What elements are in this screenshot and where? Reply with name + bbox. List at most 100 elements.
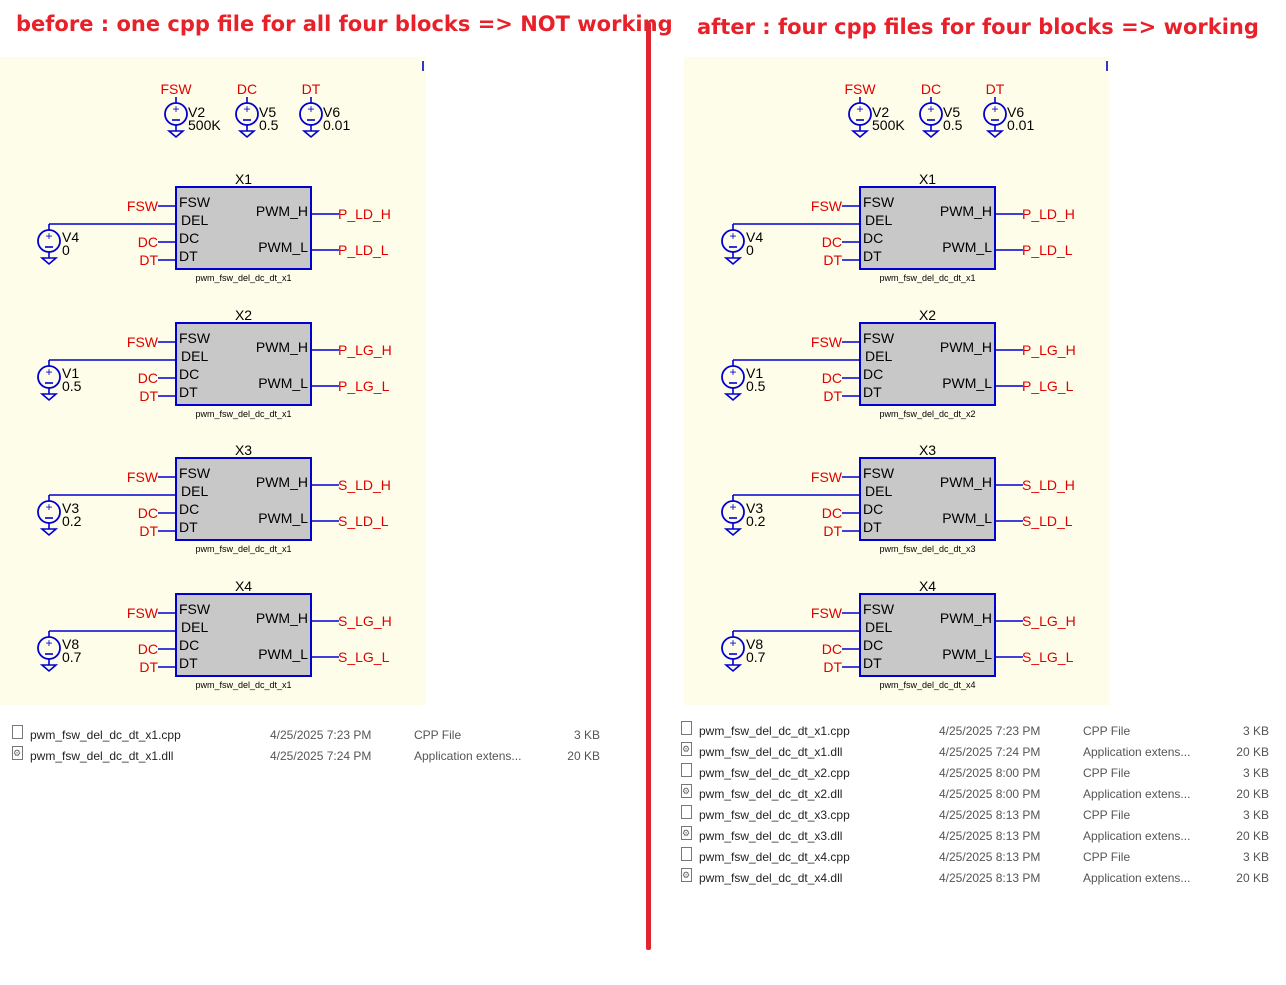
top-V2-ground-icon — [850, 130, 870, 139]
source-name-label: V2 — [872, 104, 889, 120]
dt-net-label: DT — [139, 659, 158, 675]
dt-net-label: DT — [823, 388, 842, 404]
file-size: 20 KB — [1236, 787, 1269, 801]
file-size: 3 KB — [1242, 766, 1269, 780]
pin-label-pwm-h: PWM_H — [256, 203, 308, 219]
dc-net-label: DC — [138, 234, 158, 250]
block-name-label: X1 — [235, 171, 252, 187]
pwm-block — [175, 322, 312, 406]
file-type: Application extens... — [1083, 745, 1191, 759]
dc-net-label: DC — [822, 370, 842, 386]
output-h-net-label: P_LD_H — [1022, 206, 1075, 222]
pin-label-del: DEL — [181, 619, 208, 635]
source-value-label: 0.5 — [943, 117, 963, 133]
del-source-value: 0.2 — [62, 513, 82, 529]
file-type: Application extens... — [414, 749, 522, 763]
block-name-label: X2 — [919, 307, 936, 323]
dll-icon — [12, 743, 23, 764]
model-label: pwm_fsw_del_dc_dt_x1 — [879, 273, 975, 283]
file-size: 3 KB — [1242, 850, 1269, 864]
pin-label-pwm-h: PWM_H — [940, 203, 992, 219]
file-size: 3 KB — [1242, 724, 1269, 738]
dt-net-label: DT — [139, 523, 158, 539]
pin-label-dc: DC — [179, 637, 199, 653]
del-V4-plus-sign: + — [45, 229, 52, 243]
output-l-net-label: P_LD_L — [1022, 242, 1073, 258]
output-h-net-label: S_LG_H — [1022, 613, 1076, 629]
source-name-label: V2 — [188, 104, 205, 120]
del-V1-ground-icon — [723, 393, 743, 402]
model-label: pwm_fsw_del_dc_dt_x2 — [879, 409, 975, 419]
model-label: pwm_fsw_del_dc_dt_x1 — [195, 680, 291, 690]
file-row[interactable]: pwm_fsw_del_dc_dt_x4.cpp 4/25/2025 8:13 P… — [681, 847, 1273, 868]
block-name-label: X1 — [919, 171, 936, 187]
del-V3-plus-sign: + — [45, 500, 52, 514]
del-source-name: V4 — [62, 229, 79, 245]
pin-label-dc: DC — [863, 501, 883, 517]
del-V8-plus-sign: + — [729, 636, 736, 650]
file-date: 4/25/2025 8:13 PM — [939, 850, 1041, 864]
source-name-label: V5 — [259, 104, 276, 120]
pwm-block — [175, 186, 312, 270]
file-date: 4/25/2025 7:23 PM — [270, 728, 372, 742]
del-V8-plus-sign: + — [45, 636, 52, 650]
pwm-block — [859, 186, 996, 270]
del-V3-ground-icon — [39, 528, 59, 537]
pin-label-pwm-h: PWM_H — [256, 339, 308, 355]
model-label: pwm_fsw_del_dc_dt_x3 — [879, 544, 975, 554]
file-size: 3 KB — [573, 728, 600, 742]
file-name: pwm_fsw_del_dc_dt_x4.cpp — [699, 850, 850, 864]
pin-label-pwm-h: PWM_H — [940, 339, 992, 355]
file-icon — [681, 721, 692, 735]
pin-label-pwm-h: PWM_H — [256, 610, 308, 626]
file-date: 4/25/2025 8:13 PM — [939, 829, 1041, 843]
pwm-block — [175, 457, 312, 541]
top-V5-plus-sign: + — [243, 102, 250, 116]
model-label: pwm_fsw_del_dc_dt_x1 — [195, 544, 291, 554]
pin-label-pwm-h: PWM_H — [256, 474, 308, 490]
source-name-label: V6 — [323, 104, 340, 120]
file-date: 4/25/2025 8:13 PM — [939, 808, 1041, 822]
source-value-label: 0.01 — [1007, 117, 1034, 133]
del-V3-plus-sign: + — [729, 500, 736, 514]
del-V1-plus-sign: + — [729, 365, 736, 379]
dc-net-label: DC — [822, 505, 842, 521]
block-name-label: X4 — [235, 578, 252, 594]
schematic-after-canvas: FSW+V2500KDC+V50.5DT+V60.01X1FSWDELDCDTP… — [721, 61, 1108, 690]
top-V2-plus-sign: + — [856, 102, 863, 116]
pin-label-fsw: FSW — [863, 330, 895, 346]
pin-label-pwm-l: PWM_L — [258, 510, 308, 526]
file-size: 20 KB — [1236, 829, 1269, 843]
pin-label-pwm-h: PWM_H — [940, 610, 992, 626]
file-name: pwm_fsw_del_dc_dt_x2.cpp — [699, 766, 850, 780]
del-source-name: V8 — [746, 636, 763, 652]
file-date: 4/25/2025 8:00 PM — [939, 787, 1041, 801]
file-type: CPP File — [414, 728, 462, 742]
top-V6-ground-icon — [301, 130, 321, 139]
pin-label-pwm-l: PWM_L — [942, 375, 992, 391]
pwm-block — [175, 593, 312, 677]
file-icon — [681, 847, 692, 861]
pin-label-pwm-l: PWM_L — [258, 375, 308, 391]
fsw-net-label: FSW — [811, 605, 843, 621]
source-net-label: DT — [302, 81, 321, 97]
pin-label-pwm-l: PWM_L — [258, 646, 308, 662]
output-h-net-label: P_LD_H — [338, 206, 391, 222]
del-source-value: 0.5 — [746, 378, 766, 394]
file-type: CPP File — [1083, 766, 1131, 780]
dt-net-label: DT — [139, 252, 158, 268]
dc-net-label: DC — [138, 505, 158, 521]
pin-label-fsw: FSW — [179, 194, 211, 210]
output-l-net-label: S_LD_L — [1022, 513, 1073, 529]
source-value-label: 500K — [188, 117, 221, 133]
top-V6-ground-icon — [985, 130, 1005, 139]
